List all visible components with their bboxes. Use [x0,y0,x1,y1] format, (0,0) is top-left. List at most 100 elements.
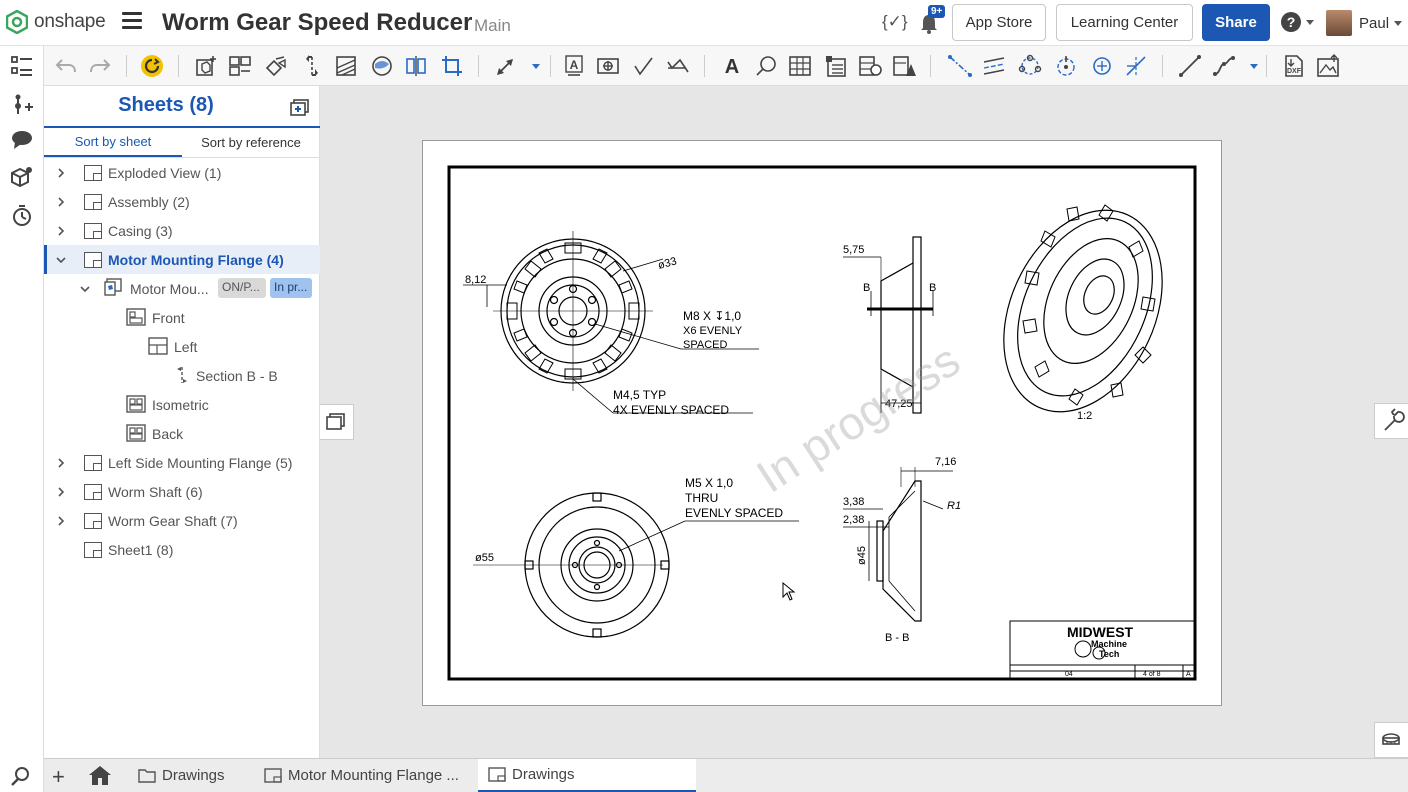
document-title[interactable]: Worm Gear Speed Reducer [162,9,473,36]
tab-drawings-folder[interactable]: Drawings [128,759,246,792]
undo-icon[interactable] [54,54,78,78]
tab-motor-mounting-flange[interactable]: Motor Mounting Flange ... [254,759,474,792]
view-item-section-b-b[interactable]: Section B - B [44,361,320,390]
note-x6[interactable]: X6 EVENLY [683,325,743,337]
wrench-icon[interactable] [1374,403,1408,439]
line-sketch-icon[interactable] [1178,54,1202,78]
view-item-back[interactable]: Back [44,419,320,448]
sketch-dropdown-icon[interactable] [1242,54,1258,78]
weld-symbol-icon[interactable] [666,54,690,78]
branch-name[interactable]: Main [474,16,511,35]
dim-dia-33[interactable]: ø33 [657,255,678,272]
view-item-isometric[interactable]: Isometric [44,390,320,419]
sheet-item-sheet1[interactable]: Sheet1 (8) [44,535,320,564]
chevron-down-icon[interactable] [56,255,66,265]
section-view-icon[interactable] [300,54,324,78]
broken-out-section-icon[interactable] [334,54,358,78]
dim-2-38[interactable]: 2,38 [843,514,864,526]
circular-centerline-icon[interactable] [1054,54,1078,78]
dim-47-25[interactable]: 47,25 [885,398,913,410]
update-icon[interactable] [140,54,164,78]
sheet-item-assembly[interactable]: Assembly (2) [44,187,320,216]
dimension-dropdown-icon[interactable] [524,54,540,78]
sheet-item-worm-shaft[interactable]: Worm Shaft (6) [44,477,320,506]
tab-drawings-active[interactable]: Drawings [478,759,696,792]
learning-center-button[interactable]: Learning Center [1056,4,1193,41]
history-icon[interactable] [10,204,34,228]
dim-5-75[interactable]: 5,75 [843,244,864,256]
chevron-right-icon[interactable] [56,196,66,207]
centermark-icon[interactable] [1090,54,1114,78]
redo-icon[interactable] [88,54,112,78]
drawing-sheet[interactable]: 8,12 ø33 M8 X ↧1,0 X6 EVENLY SPACED M4,5… [422,140,1222,706]
note-m4-5[interactable]: M4,5 TYP [613,388,666,402]
note-spaced[interactable]: SPACED [683,339,727,351]
insert-image-icon[interactable] [1316,54,1340,78]
sheet-item-worm-gear-shaft[interactable]: Worm Gear Shaft (7) [44,506,320,535]
search-tabs-icon[interactable] [10,766,32,786]
hole-table-icon[interactable] [858,54,882,78]
dim-dia-45[interactable]: ø45 [856,546,868,565]
sheet-item-motor-mounting-flange[interactable]: Motor Mounting Flange (4) [44,245,320,274]
sheet-item-casing[interactable]: Casing (3) [44,216,320,245]
centerline-between-lines-icon[interactable] [982,54,1006,78]
dim-8-12[interactable]: 8,12 [465,274,486,286]
chevron-right-icon[interactable] [56,457,66,468]
dim-7-16[interactable]: 7,16 [935,456,956,468]
detail-view-icon[interactable] [370,54,394,78]
spline-sketch-icon[interactable] [1212,54,1236,78]
projected-view-icon[interactable] [228,54,252,78]
add-tab-button[interactable]: + [52,764,65,789]
chevron-right-icon[interactable] [56,167,66,178]
scale-label[interactable]: 1:2 [1077,410,1092,422]
chevron-right-icon[interactable] [56,515,66,526]
dim-3-38[interactable]: 3,38 [843,496,864,508]
sheets-list-icon[interactable] [10,54,34,78]
datum-icon[interactable] [596,54,620,78]
add-sheet-icon[interactable] [288,96,310,118]
home-icon[interactable] [88,764,112,786]
auxiliary-view-icon[interactable] [264,54,288,78]
comments-icon[interactable] [10,128,34,152]
text-icon[interactable]: A [720,54,744,78]
note-thru[interactable]: THRU [685,491,718,505]
sheet-switcher-button[interactable] [320,404,354,440]
crop-view-icon[interactable] [440,54,464,78]
note-evenly-spaced[interactable]: EVENLY SPACED [685,506,783,520]
inspection-table-icon[interactable] [892,54,916,78]
drawing-canvas[interactable]: 8,12 ø33 M8 X ↧1,0 X6 EVENLY SPACED M4,5… [320,86,1408,758]
note-m8[interactable]: M8 X ↧1,0 [683,309,741,323]
view-item-left[interactable]: Left [44,332,320,361]
user-menu[interactable]: Paul [1326,10,1403,36]
geometric-tolerance-icon[interactable] [1124,54,1148,78]
chevron-right-icon[interactable] [56,225,66,236]
help-menu[interactable]: ? [1281,12,1314,32]
tab-sort-by-sheet[interactable]: Sort by sheet [44,128,182,157]
tab-sort-by-reference[interactable]: Sort by reference [201,135,301,150]
dim-dia-55[interactable]: ø55 [475,552,494,564]
notifications-bell-icon[interactable]: 9+ [918,5,946,35]
insert-icon[interactable] [10,92,34,116]
callout-icon[interactable] [754,54,778,78]
section-label-b-right[interactable]: B [929,282,936,294]
app-store-button[interactable]: App Store [952,4,1046,41]
measure-tape-icon[interactable] [1374,722,1408,758]
part-reference-item[interactable]: Motor Mou... ON/P... In pr... [44,274,320,303]
view-item-front[interactable]: Front [44,303,320,332]
onshape-logo[interactable]: onshape [6,10,106,34]
note-m5[interactable]: M5 X 1,0 [685,476,733,490]
share-button[interactable]: Share [1202,4,1270,41]
dimension-icon[interactable] [494,54,518,78]
surface-finish-icon[interactable] [632,54,656,78]
dim-r1[interactable]: R1 [947,500,961,512]
centerline-icon[interactable] [948,54,972,78]
table-icon[interactable] [788,54,812,78]
export-dxf-icon[interactable]: DXF [1282,54,1306,78]
alternate-view-icon[interactable] [404,54,428,78]
section-title-b-b[interactable]: B - B [885,632,909,644]
section-label-b-left[interactable]: B [863,282,870,294]
note-icon[interactable]: A [562,54,586,78]
centermark-pattern-icon[interactable] [1018,54,1042,78]
bom-table-icon[interactable] [824,54,848,78]
chevron-right-icon[interactable] [56,486,66,497]
